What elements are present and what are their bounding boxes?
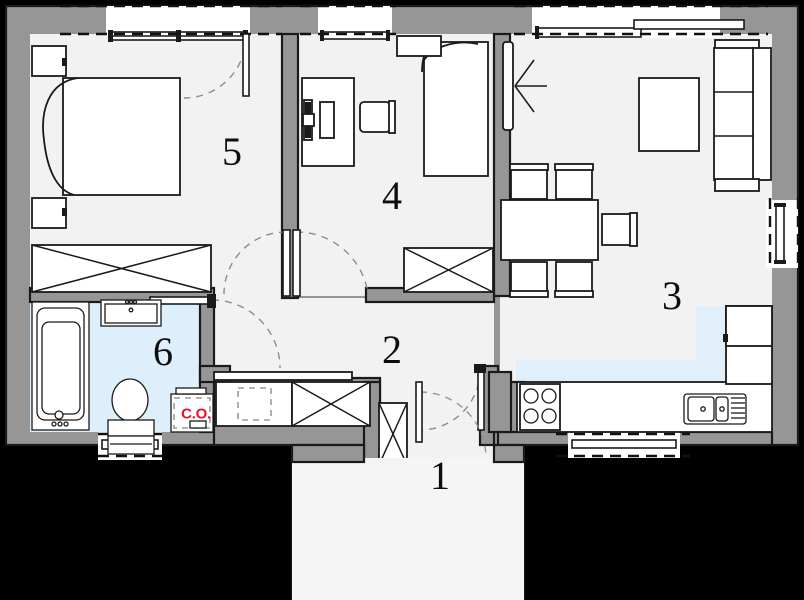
keyboard: [319, 101, 335, 139]
furniture-room-5: [31, 45, 212, 293]
dining-chair-1: [509, 163, 549, 200]
door-bedroom-5-hall: [223, 229, 291, 297]
window-kitchen: [556, 432, 690, 458]
wardrobe-hall-2: [378, 402, 408, 466]
cooktop: [519, 383, 561, 431]
window-bedroom-5: [60, 4, 282, 42]
kitchen-counter-shade: [516, 306, 772, 382]
dining-chair-3: [509, 261, 549, 298]
dining-chair-4: [554, 261, 594, 298]
bed-single: [396, 35, 489, 177]
dining-table: [500, 199, 599, 261]
dining-chair-2: [554, 163, 594, 200]
tv-wall-mounted: [502, 41, 547, 131]
vanity-sink: [100, 299, 162, 327]
windows-group: [60, 4, 800, 518]
nightstand-top: [31, 45, 67, 77]
furniture-room-6: [31, 299, 214, 455]
furniture-room-2: [213, 371, 408, 466]
central-heating-label: C.O.: [181, 405, 211, 423]
window-bedroom-4: [300, 4, 396, 41]
nightstand-bottom: [31, 197, 67, 229]
kitchen-nib: [487, 370, 513, 434]
fridge: [723, 305, 773, 347]
furniture-room-3: [487, 39, 773, 434]
door-bedroom-4-hall: [292, 229, 369, 297]
door-hall-entrance: [415, 381, 487, 459]
toilet: [107, 378, 155, 455]
bed-double: [42, 77, 181, 196]
balcony-outline: [290, 443, 526, 600]
door-living-room: [419, 364, 486, 431]
bathtub: [31, 301, 90, 431]
wardrobe-room4: [403, 247, 494, 293]
washing-machine: [215, 381, 293, 427]
window-living-room: [514, 4, 768, 39]
kitchen-sink: [683, 393, 747, 425]
wardrobe-room5: [31, 244, 212, 293]
door-bedroom-5: [183, 33, 250, 99]
window-living-room-east: [766, 198, 800, 270]
dining-chair-5: [601, 212, 638, 247]
furniture-room-4: [301, 35, 494, 293]
wardrobe-hall: [291, 381, 371, 427]
monitor: [302, 99, 315, 141]
hall-shelf: [213, 371, 353, 381]
boiler-unit: [170, 387, 214, 433]
coffee-table: [638, 77, 700, 152]
desk-chair: [359, 100, 396, 134]
sofa: [713, 39, 772, 192]
